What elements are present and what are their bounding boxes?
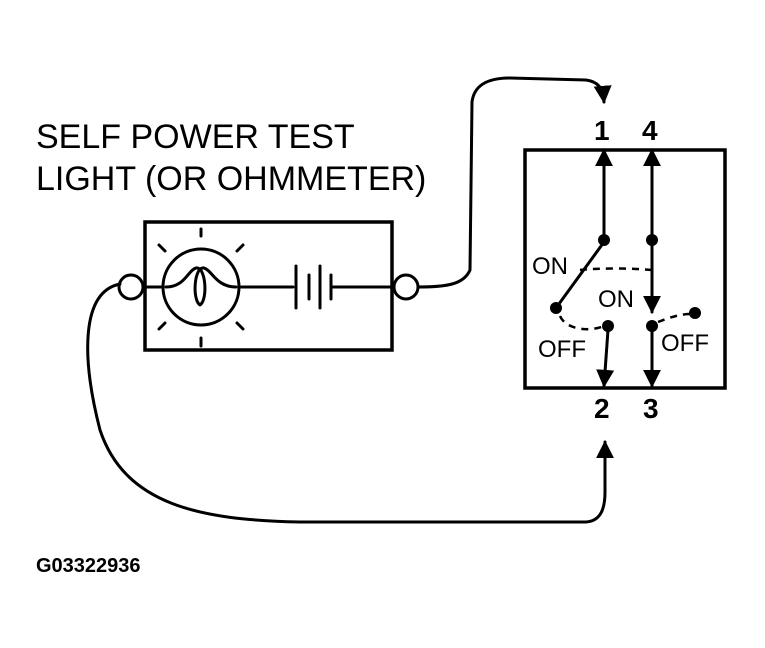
right-on-label: ON	[598, 286, 634, 313]
right-switch-contacts	[643, 148, 701, 388]
figure-code: G03322936	[36, 555, 141, 577]
terminal-label-3: 3	[643, 393, 659, 424]
test-lead-to-terminal-1	[416, 76, 612, 289]
terminal-label-2: 2	[594, 393, 610, 424]
terminal-label-4: 4	[642, 115, 658, 146]
test-light-terminal-left	[117, 273, 145, 301]
title-line-2: LIGHT (OR OHMMETER)	[36, 160, 426, 198]
left-switch-contacts	[550, 148, 615, 388]
test-lead-to-terminal-2	[86, 282, 614, 524]
right-off-label: OFF	[661, 330, 709, 357]
terminal-label-1: 1	[594, 115, 610, 146]
battery-icon	[294, 264, 333, 310]
title-line-1: SELF POWER TEST	[36, 118, 355, 156]
left-off-label: OFF	[538, 336, 586, 363]
switch-body	[523, 148, 727, 390]
left-on-label: ON	[532, 253, 568, 280]
test-light	[117, 220, 420, 352]
test-light-terminal-right	[392, 273, 420, 301]
bulb-icon	[157, 227, 245, 348]
gang-link	[579, 267, 653, 272]
